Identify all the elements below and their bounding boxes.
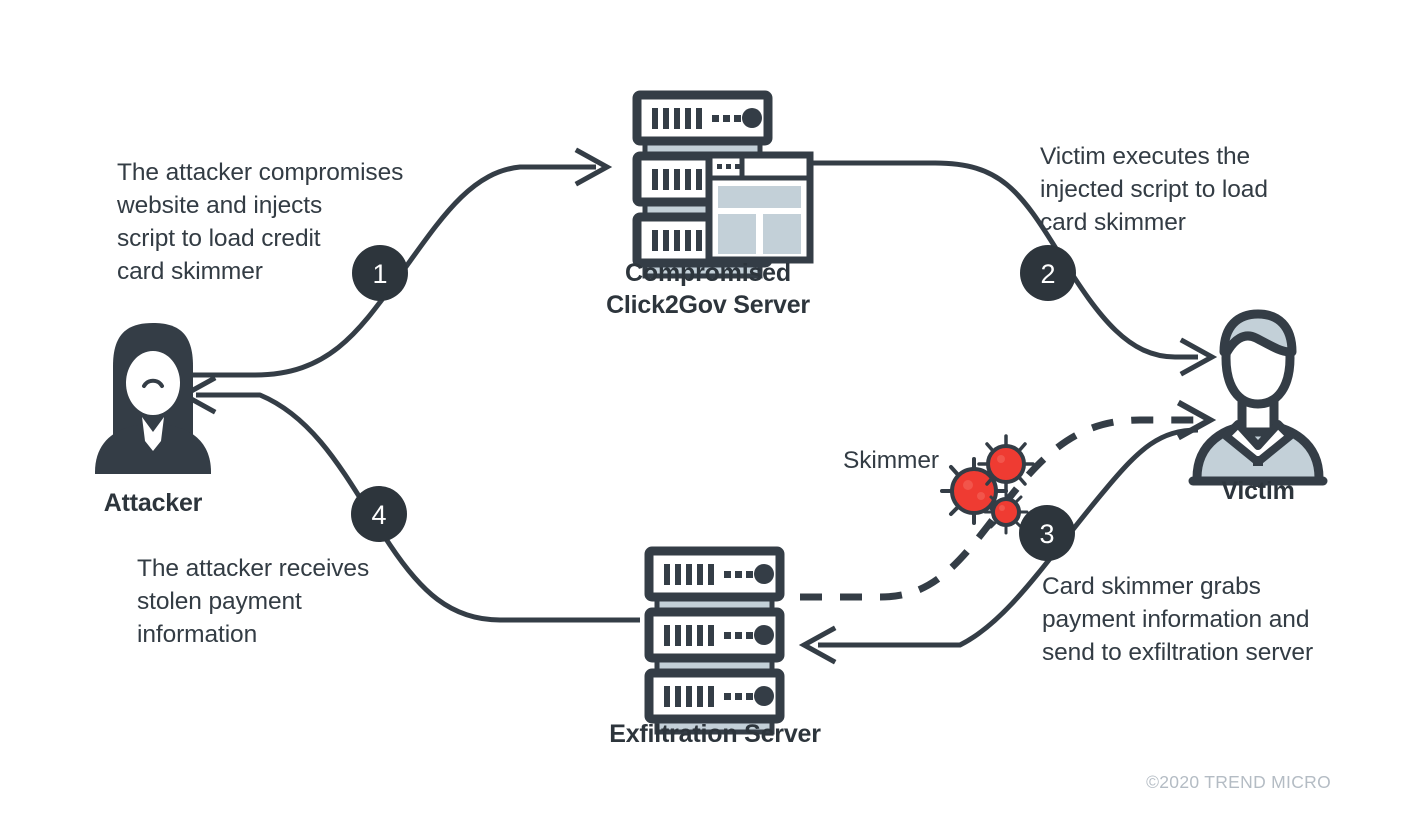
step-badge-2: 2	[1020, 245, 1076, 301]
arrowhead-step3	[798, 625, 837, 665]
step-badge-4-number: 4	[371, 500, 386, 530]
flow-line-step4	[196, 392, 640, 623]
node-label-victim: Victim	[1221, 477, 1295, 505]
node-label-exfiltration-server: Exfiltration Server	[609, 720, 821, 748]
step-4-description: The attacker receives stolen payment inf…	[137, 555, 370, 648]
step-badge-4: 4	[351, 486, 407, 542]
attacker-person-icon	[95, 323, 211, 474]
virus-large	[940, 457, 1008, 525]
flow-line-step3	[818, 427, 1199, 648]
step-badge-1: 1	[352, 245, 408, 301]
step-1-description: The attacker compromises website and inj…	[117, 159, 404, 285]
annotation-label-skimmer: Skimmer	[843, 447, 939, 474]
node-label-attacker: Attacker	[103, 489, 203, 517]
step-badge-3-number: 3	[1039, 519, 1054, 549]
step-badges: 1 2 3 4	[351, 245, 1076, 561]
step-badge-1-number: 1	[372, 259, 387, 289]
step-badge-2-number: 2	[1040, 259, 1055, 289]
arrowhead-step2	[1179, 337, 1218, 377]
victim-person-icon	[1188, 309, 1328, 487]
copyright-notice: ©2020 TREND MICRO	[1146, 772, 1331, 792]
server-rack-icon	[644, 546, 785, 735]
virus-skimmer-icon	[940, 434, 1035, 535]
arrowhead-step1	[574, 147, 613, 187]
server-rack-browser-icon	[632, 90, 814, 279]
node-label-compromised-server: Compromised Click2Gov Server	[606, 259, 810, 319]
step-2-description: Victim executes the injected script to l…	[1040, 143, 1268, 236]
virus-medium	[977, 434, 1035, 493]
step-3-description: Card skimmer grabs payment information a…	[1042, 573, 1314, 666]
virus-small	[983, 489, 1029, 535]
arrowhead-skimmer	[1176, 399, 1217, 441]
flow-line-skimmer-dashed	[800, 416, 1196, 601]
arrowheads	[178, 147, 1218, 665]
browser-window-icon	[705, 151, 814, 264]
step-badge-3: 3	[1019, 505, 1075, 561]
